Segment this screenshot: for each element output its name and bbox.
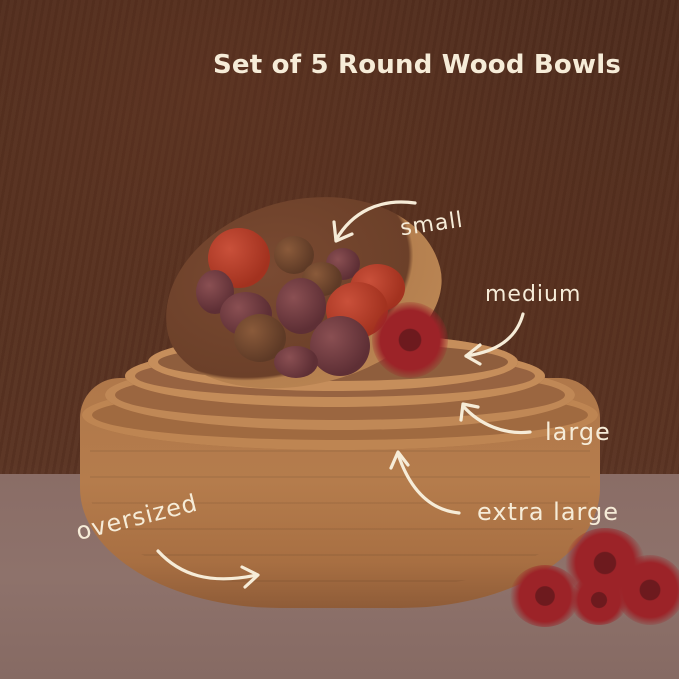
- grape: [274, 346, 318, 378]
- label-medium: medium: [485, 282, 582, 307]
- red-flower: [570, 575, 628, 625]
- page-title: Set of 5 Round Wood Bowls: [213, 50, 621, 80]
- red-flower: [372, 302, 448, 378]
- label-large: large: [545, 418, 611, 446]
- grape: [310, 316, 370, 376]
- label-extra-large: extra large: [477, 498, 619, 526]
